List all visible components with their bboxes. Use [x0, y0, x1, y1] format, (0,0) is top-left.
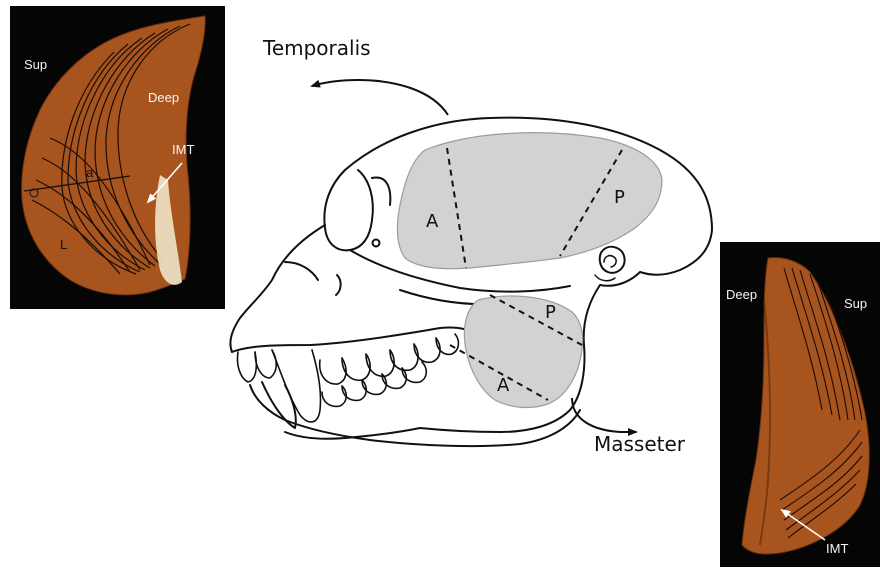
masseter-title: Masseter [594, 432, 685, 456]
temporalis-anterior-label: A [426, 211, 438, 232]
temporalis-sup-label: Sup [24, 57, 47, 72]
masseter-anterior-label: A [497, 375, 509, 396]
temporalis-arrow [312, 80, 448, 115]
ear-region [600, 247, 625, 273]
temporalis-deep-label: Deep [148, 90, 179, 105]
masseter-arrow [572, 398, 636, 432]
masseter-deep-label: Deep [726, 287, 757, 302]
nasal-aperture [336, 275, 341, 295]
orbit-inner-contour [372, 177, 390, 205]
lower-canine [262, 382, 296, 428]
temporalis-a-label: a [86, 165, 93, 180]
snout-outline [230, 225, 325, 352]
masseter-sup-label: Sup [844, 296, 867, 311]
upper-jaw-line [232, 328, 480, 353]
orbit-outline [324, 170, 372, 250]
temporalis-imt-label: IMT [172, 142, 194, 157]
temporalis-title: Temporalis [263, 36, 371, 60]
temporalis-l-label: L [60, 237, 67, 252]
masseter-region [450, 295, 583, 407]
infraorbital-foramen [373, 240, 380, 247]
masseter-posterior-label: P [545, 302, 556, 323]
temporalis-photo [10, 6, 225, 309]
temporalis-posterior-label: P [614, 187, 625, 208]
masseter-imt-label: IMT [826, 541, 848, 556]
nasal-contour [285, 262, 318, 280]
